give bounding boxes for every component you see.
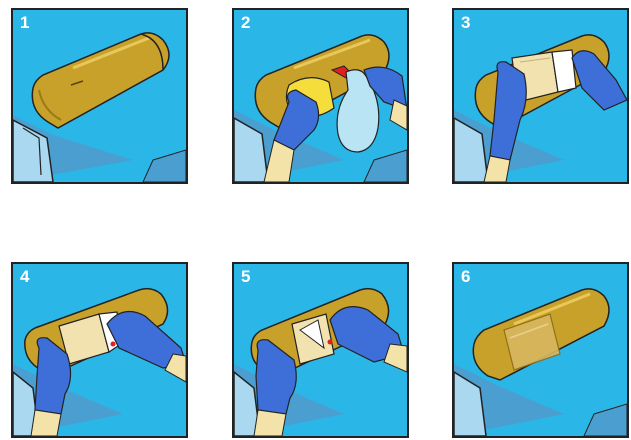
step-3-illustration bbox=[454, 10, 627, 182]
step-number: 1 bbox=[20, 13, 29, 33]
step-number: 6 bbox=[461, 267, 470, 287]
step-2-illustration bbox=[234, 10, 407, 182]
step-panel-1: 1 bbox=[11, 8, 188, 184]
step-panel-5: 5 bbox=[232, 262, 409, 438]
step-4-illustration bbox=[13, 264, 186, 436]
step-number: 3 bbox=[461, 13, 470, 33]
step-panel-4: 4 bbox=[11, 262, 188, 438]
step-1-illustration bbox=[13, 10, 186, 182]
step-panel-6: 6 bbox=[452, 262, 629, 438]
step-panel-3: 3 bbox=[452, 8, 629, 184]
step-number: 4 bbox=[20, 267, 29, 287]
step-panel-2: 2 bbox=[232, 8, 409, 184]
step-number: 2 bbox=[241, 13, 250, 33]
step-number: 5 bbox=[241, 267, 250, 287]
step-6-illustration bbox=[454, 264, 627, 436]
step-5-illustration bbox=[234, 264, 407, 436]
